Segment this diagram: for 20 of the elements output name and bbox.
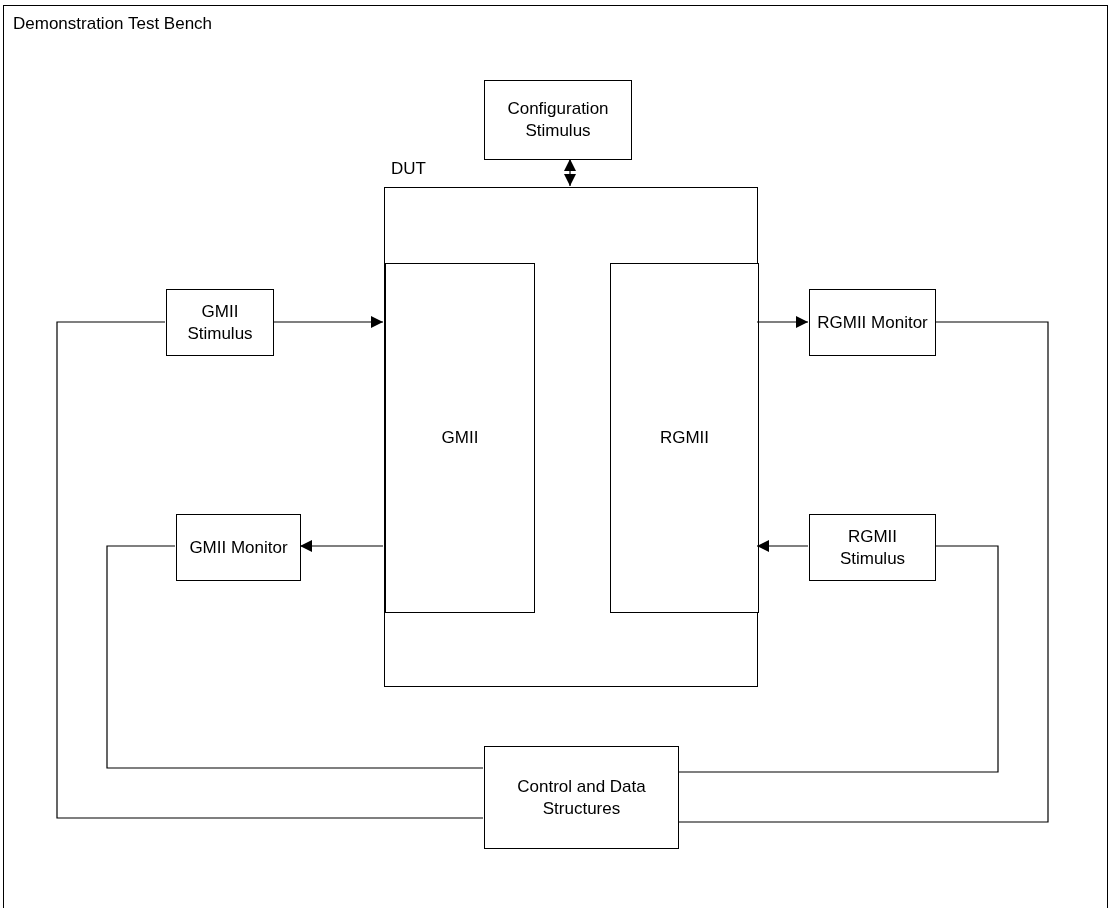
block-box: RGMII Monitor [809, 289, 936, 356]
block-box: RGMII [610, 263, 759, 613]
connector-line [106, 545, 484, 769]
connector-line [677, 545, 999, 773]
arrow [756, 316, 809, 328]
arrow [564, 158, 576, 187]
arrow [756, 540, 809, 552]
arrow [299, 540, 384, 552]
block-box: RGMII Stimulus [809, 514, 936, 581]
block-box: GMII Stimulus [166, 289, 274, 356]
frame-title: Demonstration Test Bench [13, 13, 213, 35]
block-box: GMII [385, 263, 535, 613]
block-label: DUT [391, 158, 426, 180]
block-box: Configuration Stimulus [484, 80, 632, 160]
connector-line [677, 321, 1049, 823]
arrow [272, 316, 384, 328]
connector-line [56, 321, 484, 819]
block-box: GMII Monitor [176, 514, 301, 581]
block-box: Control and Data Structures [484, 746, 679, 849]
frame [3, 5, 1108, 908]
